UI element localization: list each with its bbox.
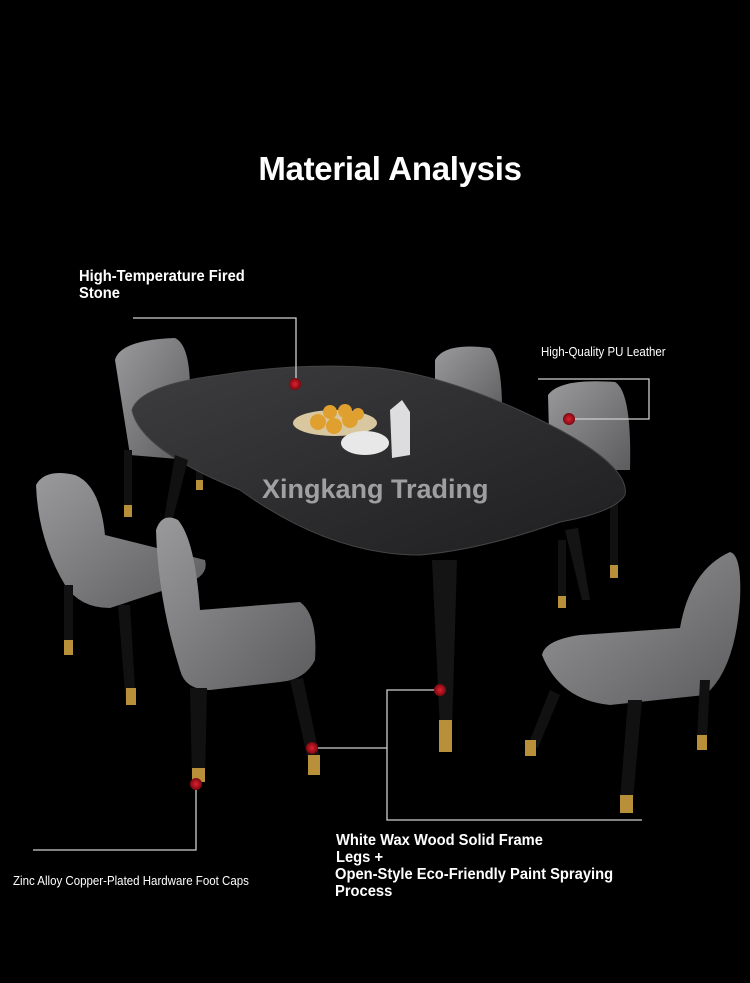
marker-frame xyxy=(434,684,446,696)
watermark: Xingkang Trading xyxy=(262,474,489,504)
chair-front-right xyxy=(525,552,741,813)
marker-foot-caps xyxy=(190,778,202,790)
marker-frame-2 xyxy=(306,742,318,754)
callout-frame-line1: White Wax Wood Solid Frame Legs + xyxy=(336,832,543,866)
callout-leather: High-Quality PU Leather xyxy=(541,345,666,359)
chair-front-center xyxy=(156,517,320,782)
callout-frame-line2: Open-Style Eco-Friendly Paint Spraying P… xyxy=(335,866,614,900)
marker-leather xyxy=(563,413,575,425)
marker-dots xyxy=(190,378,575,790)
callout-stone: High-Temperature Fired Stone xyxy=(79,268,245,302)
dining-table xyxy=(131,365,626,752)
marker-stone xyxy=(289,378,301,390)
callout-foot-caps: Zinc Alloy Copper-Plated Hardware Foot C… xyxy=(13,874,249,888)
callout-lines xyxy=(33,317,650,851)
page-title: Material Analysis xyxy=(258,150,522,187)
